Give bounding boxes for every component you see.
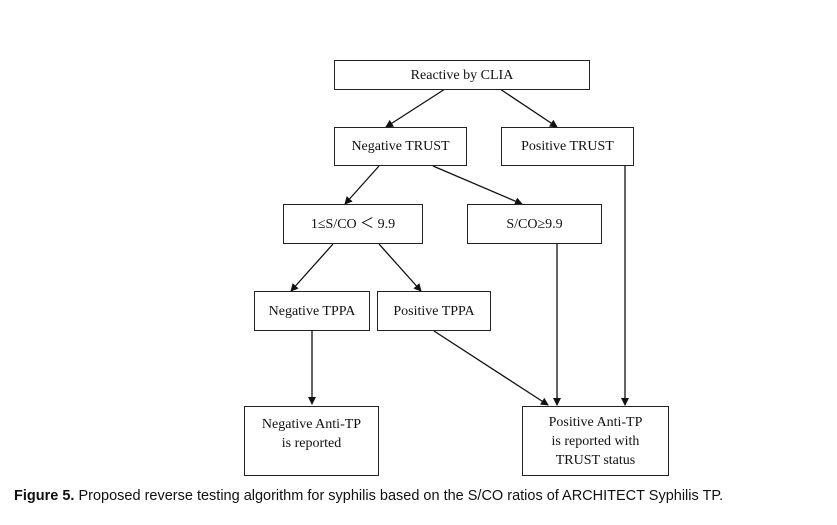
node-reactive-clia-label: Reactive by CLIA: [410, 67, 514, 83]
figure-caption-label: Figure 5.: [14, 488, 75, 504]
arrow-positive-tppa-to-positive-antitp: [433, 330, 549, 406]
node-sco-range: 1≤S/CO ＜ 9.9: [283, 204, 423, 244]
node-positive-antitp-label: Positive Anti-TP is reported with TRUST …: [548, 414, 643, 468]
arrow-negative-trust-to-sco-high: [432, 165, 523, 205]
node-negative-antitp-label: Negative Anti-TP is reported: [261, 417, 362, 451]
figure-caption-text: Proposed reverse testing algorithm for s…: [74, 488, 724, 504]
arrow-sco-range-to-negative-tppa: [290, 243, 334, 292]
arrow-reactive-to-negative-trust: [385, 88, 446, 128]
arrow-reactive-to-positive-trust: [499, 88, 558, 128]
node-negative-trust-label: Negative TRUST: [351, 139, 450, 154]
node-reactive-clia: Reactive by CLIA: [334, 60, 590, 90]
node-sco-range-label: 1≤S/CO ＜ 9.9: [310, 216, 396, 232]
node-positive-trust: Positive TRUST: [501, 127, 634, 166]
arrow-sco-range-to-positive-tppa: [378, 243, 422, 292]
node-negative-trust: Negative TRUST: [334, 127, 467, 166]
node-positive-antitp: Positive Anti-TP is reported with TRUST …: [522, 406, 669, 476]
node-sco-high: S/CO≥9.9: [467, 204, 602, 244]
node-positive-tppa: Positive TPPA: [377, 291, 491, 331]
figure-caption: Figure 5. Proposed reverse testing algor…: [14, 488, 834, 504]
node-negative-antitp: Negative Anti-TP is reported: [244, 406, 379, 476]
node-negative-tppa: Negative TPPA: [254, 291, 370, 331]
node-negative-tppa-label: Negative TPPA: [268, 303, 356, 319]
node-sco-high-label: S/CO≥9.9: [506, 216, 563, 232]
node-positive-trust-label: Positive TRUST: [521, 139, 614, 154]
arrow-negative-trust-to-sco-range: [344, 165, 380, 205]
node-positive-tppa-label: Positive TPPA: [393, 303, 475, 319]
